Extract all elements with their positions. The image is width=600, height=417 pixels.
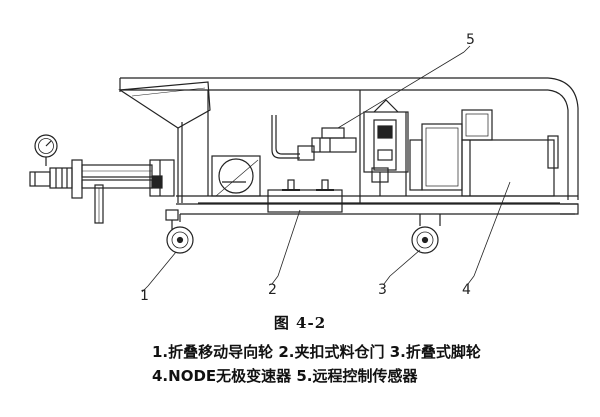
callout-2: 2 (268, 282, 277, 298)
remote-control-sensor (363, 99, 409, 196)
leader-lines (141, 45, 511, 293)
hopper (118, 81, 211, 203)
callout-3: 3 (378, 282, 387, 298)
callout-labels: 1 2 3 4 5 (140, 32, 475, 300)
outlet-nozzle (29, 159, 83, 199)
callout-5: 5 (466, 32, 475, 48)
control-piping (271, 115, 357, 161)
callout-1: 1 (140, 288, 149, 300)
pump-tube (81, 159, 175, 224)
inspection-window (211, 155, 261, 197)
machine-diagram: 1 2 3 4 5 (29, 32, 579, 300)
folding-guide-wheel (165, 209, 194, 254)
legend-line-2: 4.NODE无极变速器 5.远程控制传感器 (152, 367, 418, 385)
pressure-gauge (34, 134, 58, 166)
folding-caster (411, 214, 441, 254)
callout-4: 4 (462, 282, 471, 298)
figure-title: 图 4-2 (273, 314, 327, 332)
variable-speed-drive (409, 109, 559, 197)
hopper-door (267, 179, 343, 213)
machine-frame (119, 77, 579, 222)
legend-line-1: 1.折叠移动导向轮 2.夹扣式料仓门 3.折叠式脚轮 (152, 343, 481, 361)
